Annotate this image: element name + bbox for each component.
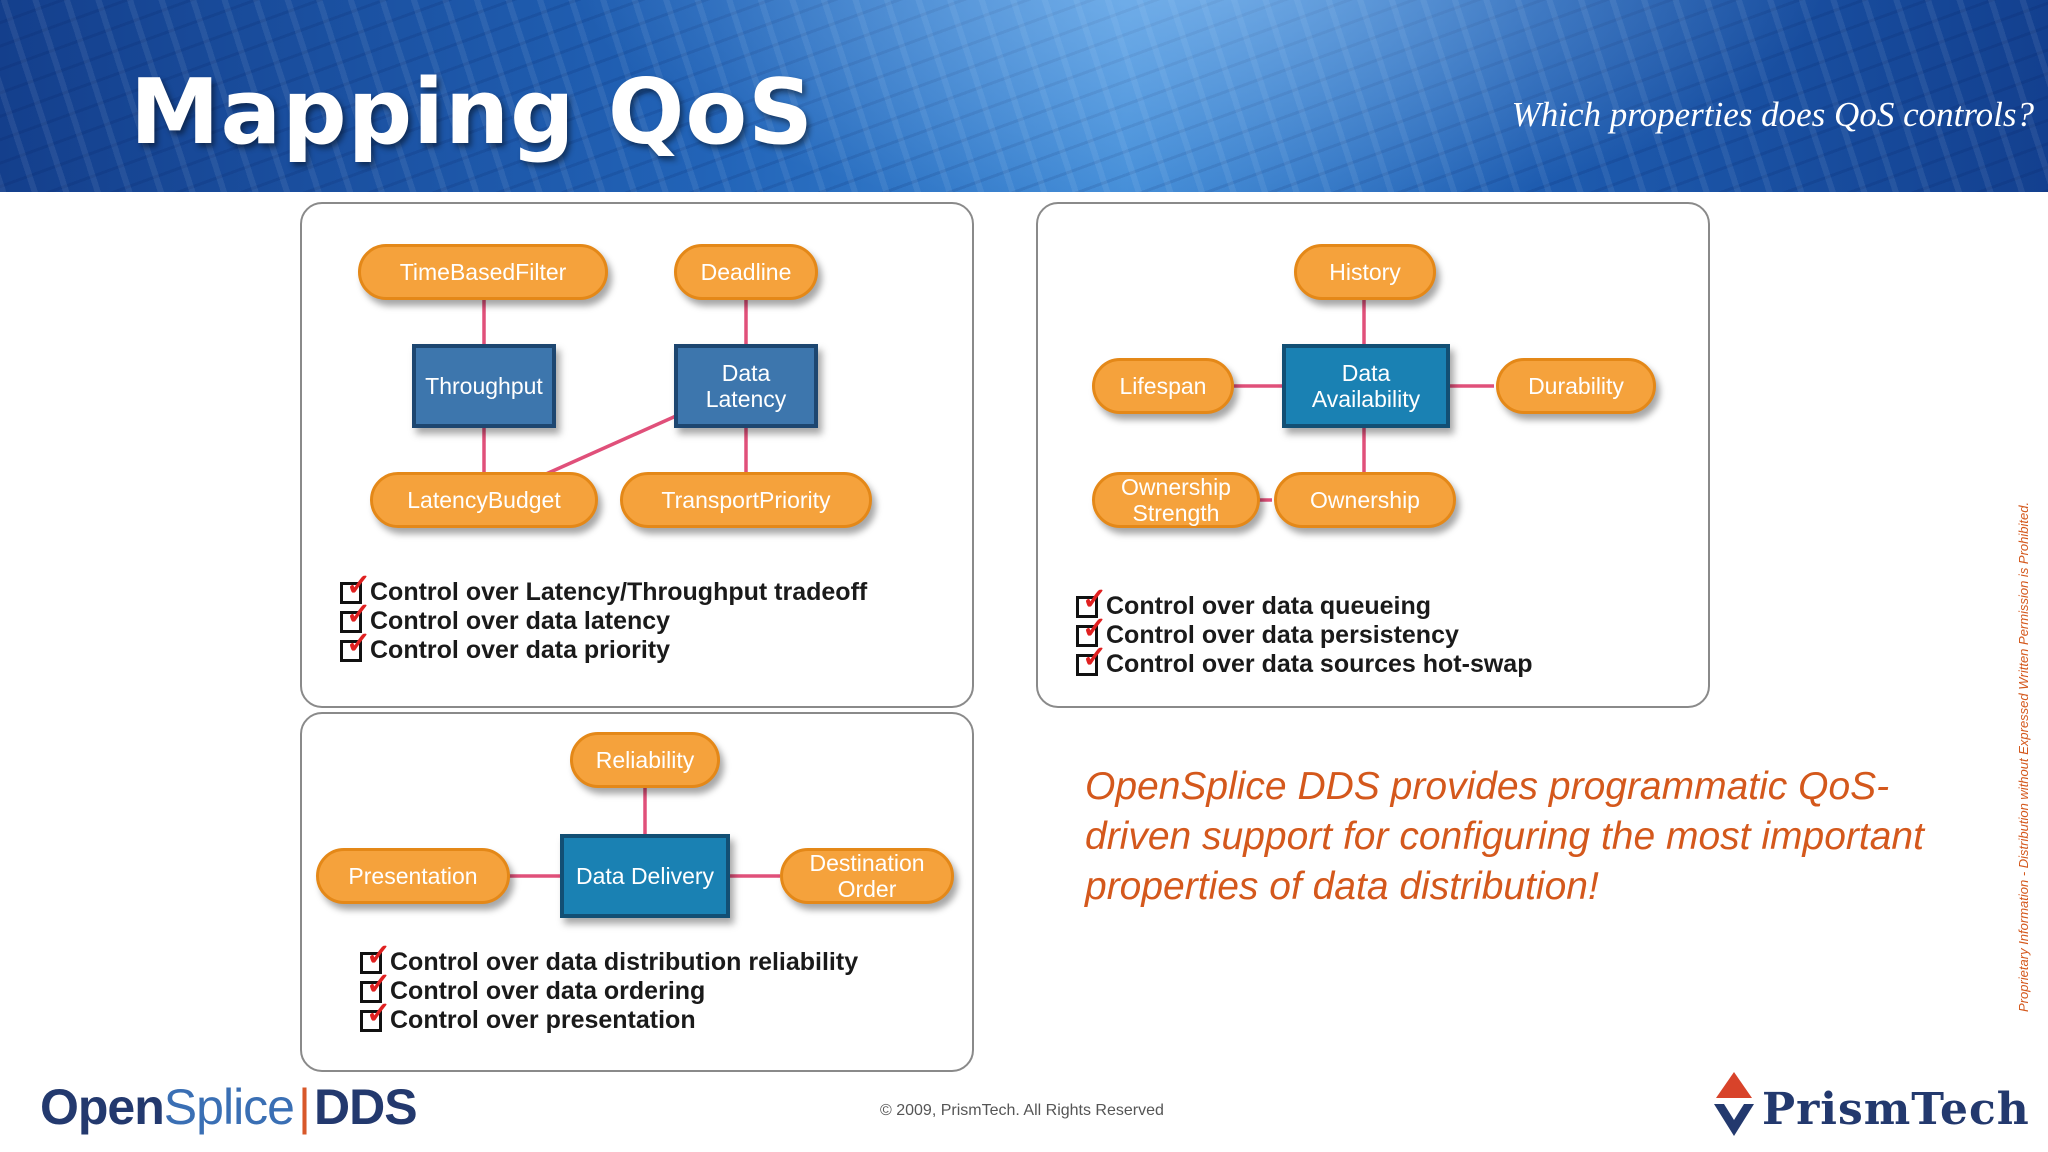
property-throughput: Throughput bbox=[412, 344, 556, 428]
copyright-notice: © 2009, PrismTech. All Rights Reserved bbox=[880, 1102, 1164, 1119]
checkbox-checked-icon bbox=[340, 629, 371, 662]
panel-connectors bbox=[508, 786, 780, 878]
opensplice-dds-logo: OpenSplice|DDS bbox=[40, 1079, 418, 1135]
check-item: Control over data persistency bbox=[1076, 614, 1532, 650]
check-item: Control over data latency bbox=[340, 600, 867, 636]
checkbox-checked-icon bbox=[1076, 643, 1107, 676]
qos-ownership: Ownership bbox=[1274, 472, 1456, 528]
check-item: Control over data distribution reliabili… bbox=[360, 941, 858, 977]
panel-data-delivery: Reliability Presentation Data Delivery D… bbox=[300, 712, 974, 1072]
page-title: Mapping QoS bbox=[130, 60, 814, 165]
check-item: Control over data queueing bbox=[1076, 585, 1532, 621]
qos-ownership-strength: Ownership Strength bbox=[1092, 472, 1260, 528]
property-data-latency: Data Latency bbox=[674, 344, 818, 428]
qos-deadline: Deadline bbox=[674, 244, 818, 300]
panel-throughput-latency: TimeBasedFilter Deadline Throughput Data… bbox=[300, 202, 974, 708]
page-subtitle: Which properties does QoS controls? bbox=[1511, 95, 2034, 134]
proprietary-note: Proprietary Information - Distribution w… bbox=[2016, 501, 2031, 1012]
qos-reliability: Reliability bbox=[570, 732, 720, 788]
qos-history: History bbox=[1294, 244, 1436, 300]
qos-durability: Durability bbox=[1496, 358, 1656, 414]
header-banner: Mapping QoS Which properties does QoS co… bbox=[0, 0, 2048, 192]
qos-time-based-filter: TimeBasedFilter bbox=[358, 244, 608, 300]
check-item: Control over data priority bbox=[340, 629, 867, 665]
qos-lifespan: Lifespan bbox=[1092, 358, 1234, 414]
prismtech-logo-text: PrismTech bbox=[1762, 1084, 2030, 1135]
property-data-delivery: Data Delivery bbox=[560, 834, 730, 918]
check-item: Control over data sources hot-swap bbox=[1076, 643, 1532, 679]
check-item: Control over data ordering bbox=[360, 970, 858, 1006]
checkbox-checked-icon bbox=[1076, 614, 1107, 647]
checklist: Control over data distribution reliabili… bbox=[360, 941, 858, 1035]
checklist: Control over data queueing Control over … bbox=[1076, 585, 1532, 679]
prismtech-logo: PrismTech bbox=[1712, 1070, 2029, 1140]
check-item: Control over Latency/Throughput tradeoff bbox=[340, 571, 867, 607]
qos-destination-order: Destination Order bbox=[780, 848, 954, 904]
summary-statement: OpenSplice DDS provides programmatic QoS… bbox=[1085, 765, 1924, 908]
checklist: Control over Latency/Throughput tradeoff… bbox=[340, 571, 867, 665]
qos-presentation: Presentation bbox=[316, 848, 510, 904]
checkbox-checked-icon bbox=[360, 999, 391, 1032]
qos-latency-budget: LatencyBudget bbox=[370, 472, 598, 528]
prismtech-logo-icon bbox=[1714, 1072, 1754, 1136]
property-data-availability: Data Availability bbox=[1282, 344, 1450, 428]
checkbox-checked-icon bbox=[360, 970, 391, 1003]
check-item: Control over presentation bbox=[360, 999, 858, 1035]
panel-data-availability: History Lifespan Data Availability Durab… bbox=[1036, 202, 1710, 708]
qos-transport-priority: TransportPriority bbox=[620, 472, 872, 528]
